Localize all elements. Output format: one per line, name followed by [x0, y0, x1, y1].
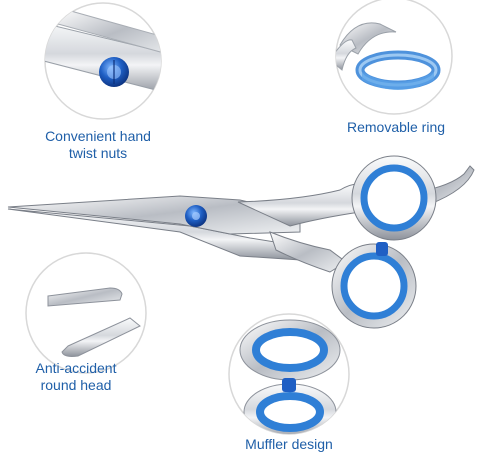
- detail-round-head: [25, 252, 147, 374]
- removable-ring-icon: [355, 50, 441, 90]
- scissors-icon: [7, 155, 475, 329]
- round-head-icon: [47, 287, 141, 357]
- label-muffler: Muffler design: [245, 436, 333, 452]
- detail-muffler: [228, 313, 350, 435]
- detail-removable-ring: [335, 0, 453, 115]
- label-removable-ring: Removable ring: [346, 119, 446, 135]
- label-anti-accident: Anti-accident round head: [35, 360, 117, 393]
- label-twist-nuts: Convenient hand twist nuts: [45, 128, 151, 161]
- detail-twist-nut: [44, 2, 162, 120]
- twist-nut-icon: [99, 57, 129, 87]
